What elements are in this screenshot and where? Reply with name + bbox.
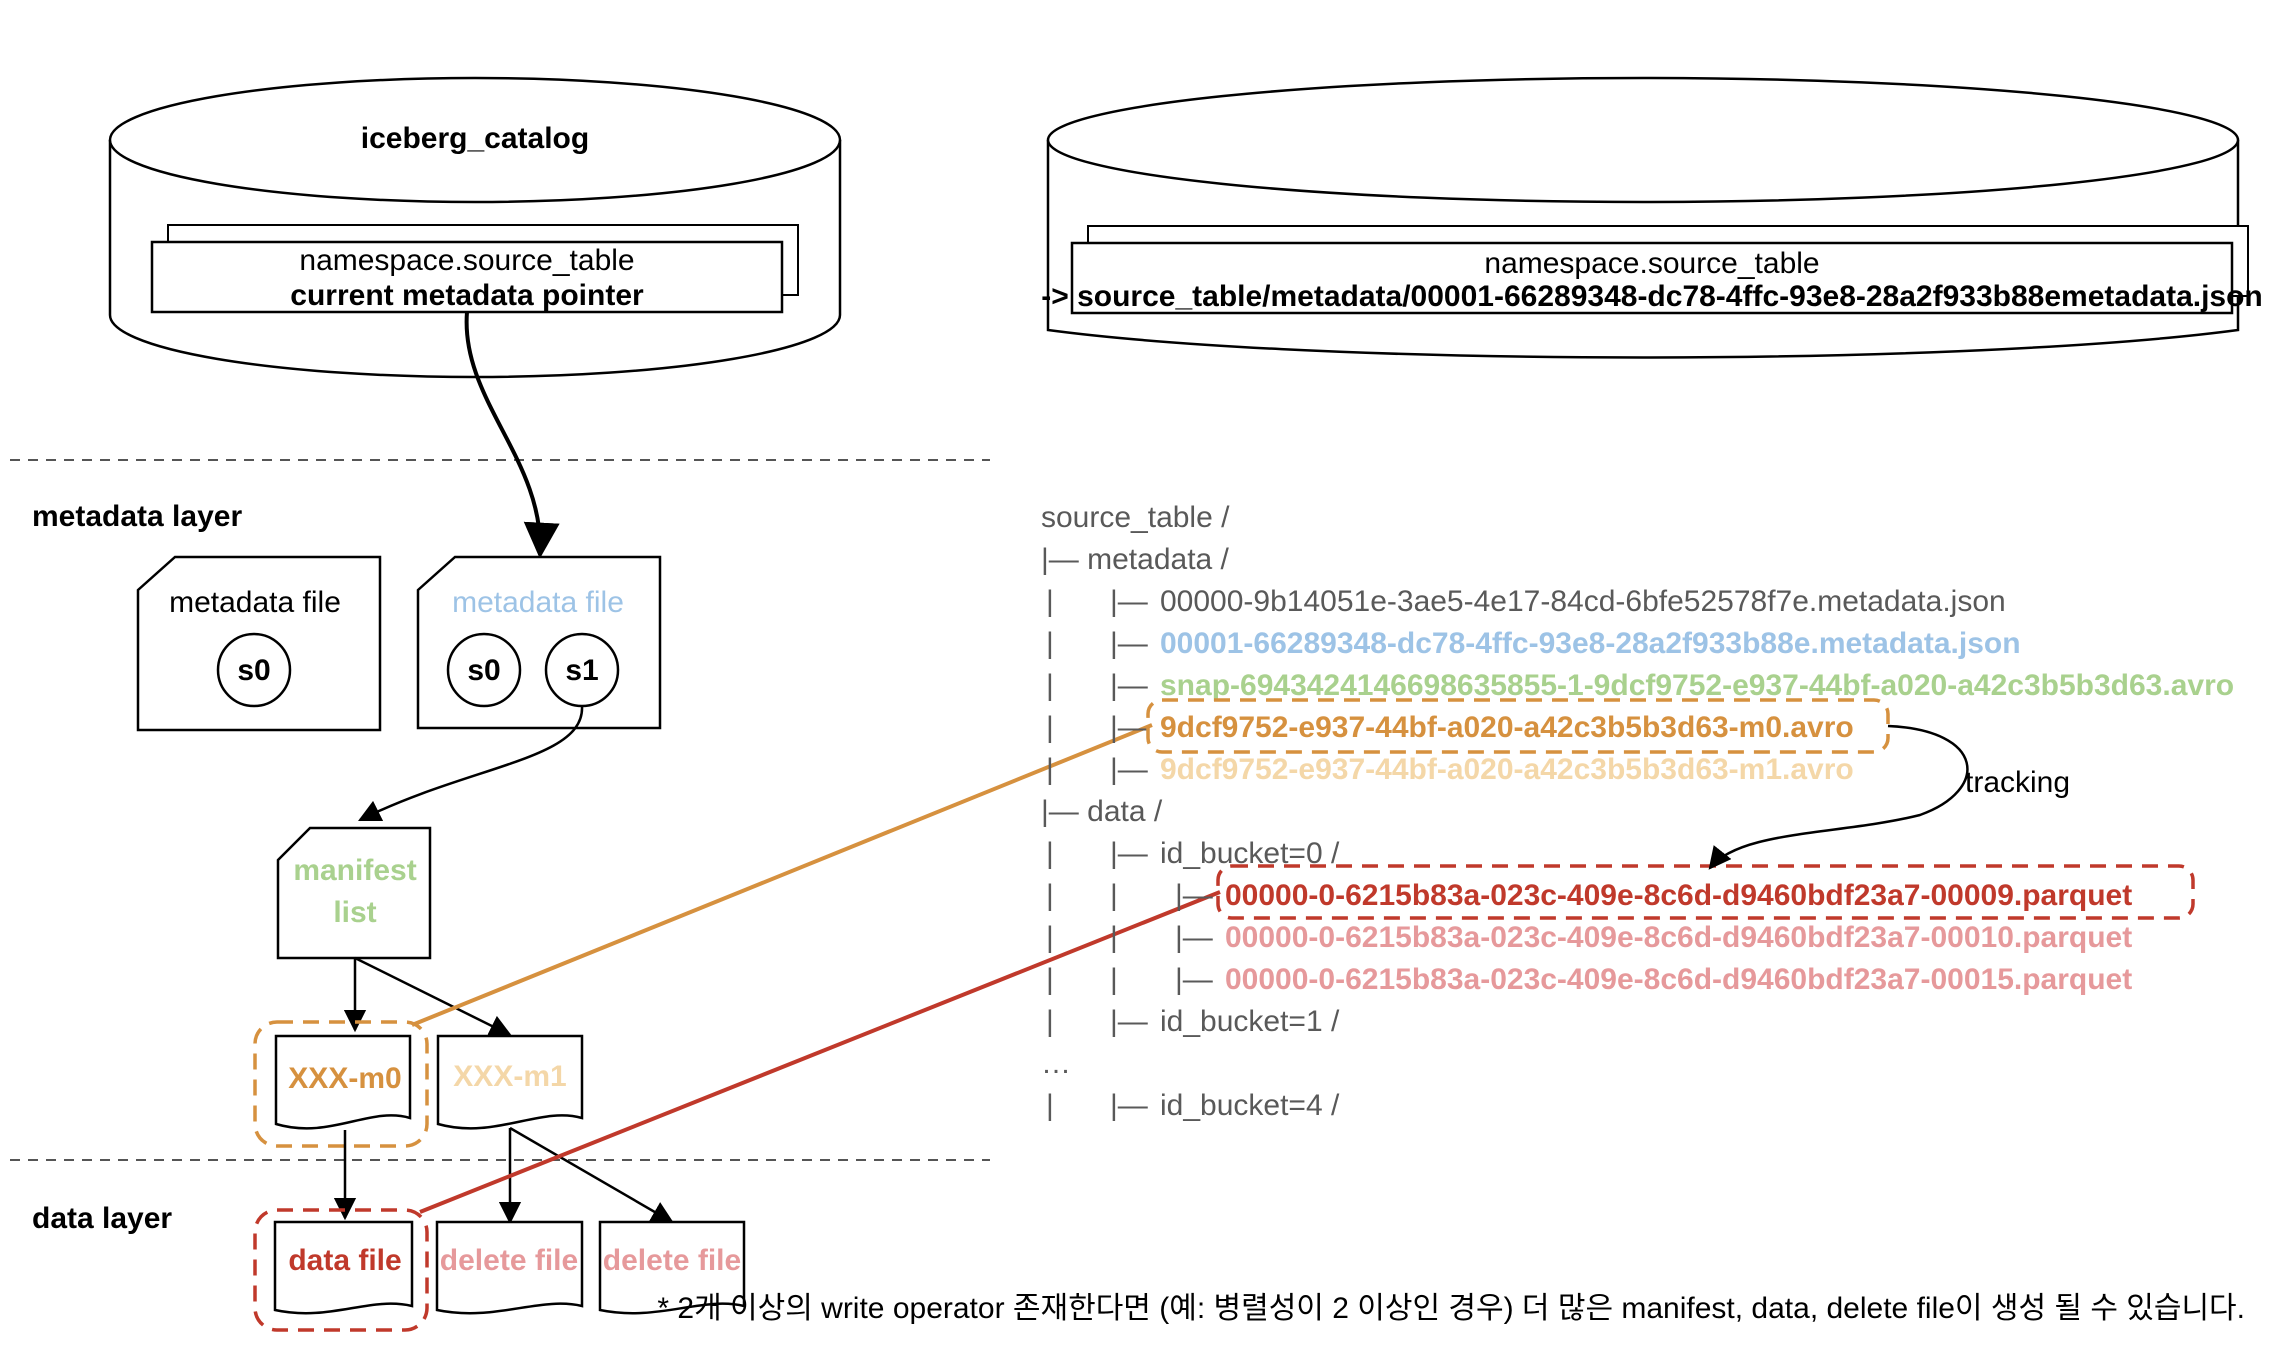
footnote: * 2개 이상의 write operator 존재한다면 (예: 병렬성이 2…: [657, 1292, 2245, 1325]
tree-branch: |—: [1110, 669, 1148, 702]
metadata-file-new-label: metadata file: [452, 586, 624, 619]
tree-pipe: |: [1046, 1005, 1054, 1038]
tree-row: |— data /: [1041, 795, 1163, 828]
tree-row: | | |— 00000-0-6215b83a-023c-409e-8c6d-d94…: [1046, 921, 2132, 954]
tree-row: …: [1041, 1047, 1071, 1080]
file-tree: source_table / |— metadata / | |— 00000-9b1…: [1041, 501, 2234, 1122]
tracking-arrow: [1708, 724, 1969, 870]
tree-branch: |—: [1110, 1089, 1148, 1122]
tree-entry-label: |— data /: [1041, 795, 1163, 828]
metadata-layer-label: metadata layer: [32, 500, 242, 533]
metadata-file-new-snapshot-s1: s1: [565, 654, 598, 687]
tree-entry-label: 00000-0-6215b83a-023c-409e-8c6d-d9460bdf…: [1225, 963, 2132, 996]
tree-row: | | |— 00000-0-6215b83a-023c-409e-8c6d-d94…: [1046, 963, 2132, 996]
tree-pipe: |: [1110, 963, 1118, 996]
tree-pipe: |: [1046, 669, 1054, 702]
tree-branch: |—: [1175, 963, 1213, 996]
data-file: data file: [253, 1208, 429, 1332]
tree-row: | |— snap-6943424146698635855-1-9dcf9752-…: [1046, 669, 2234, 702]
tree-entry-label: 00001-66289348-dc78-4ffc-93e8-28a2f933b8…: [1160, 627, 2021, 660]
tree-entry-label: 00000-9b14051e-3ae5-4e17-84cd-6bfe52578f…: [1160, 585, 2006, 618]
tree-branch: |—: [1175, 879, 1213, 912]
tree-row: | |— 00001-66289348-dc78-4ffc-93e8-28a2f9…: [1046, 627, 2021, 660]
tree-row: source_table /: [1041, 501, 1230, 534]
tree-entry-label: |— metadata /: [1041, 543, 1230, 576]
catalog-entry-name: namespace.source_table: [299, 244, 634, 277]
tree-row: | |— 9dcf9752-e937-44bf-a020-a42c3b5b3d63…: [1046, 711, 1854, 744]
catalog-cylinder-left: iceberg_catalog namespace.source_table c…: [108, 76, 842, 379]
manifest-list-label-line1: manifest: [293, 854, 416, 887]
tree-entry-label: …: [1041, 1047, 1071, 1080]
tree-entry-label: id_bucket=4 /: [1160, 1089, 1340, 1122]
manifest-m1: XXX-m1: [436, 1034, 584, 1130]
tree-branch: |—: [1110, 837, 1148, 870]
manifest-list: manifest list: [276, 826, 432, 960]
snapshot-to-manifest-list-arrow: [357, 705, 584, 822]
delete-file-1-label: delete file: [440, 1244, 578, 1277]
tree-entry-label: 9dcf9752-e937-44bf-a020-a42c3b5b3d63-m1.…: [1160, 753, 1854, 786]
tree-entry-label: 00000-0-6215b83a-023c-409e-8c6d-d9460bdf…: [1225, 879, 2132, 912]
tree-pipe: |: [1046, 711, 1054, 744]
tree-branch: |—: [1110, 627, 1148, 660]
tree-pipe: |: [1046, 837, 1054, 870]
tree-entry-label: 9dcf9752-e937-44bf-a020-a42c3b5b3d63-m0.…: [1160, 711, 1854, 744]
catalog-entry-pointer: current metadata pointer: [290, 279, 644, 312]
tree-branch: |—: [1110, 711, 1148, 744]
tree-pipe: |: [1046, 879, 1054, 912]
tree-branch: |—: [1110, 585, 1148, 618]
catalog-right-entry-pointer: -> source_table/metadata/00001-66289348-…: [1041, 280, 2263, 313]
metadata-file-old-snapshot-s0: s0: [237, 654, 270, 687]
tree-row: | |— id_bucket=1 /: [1046, 1005, 1340, 1038]
tree-pipe: |: [1046, 1089, 1054, 1122]
manifest-m0-label: XXX-m0: [288, 1062, 401, 1095]
tree-pipe: |: [1046, 585, 1054, 618]
tree-branch: |—: [1110, 1005, 1148, 1038]
catalog-title: iceberg_catalog: [361, 122, 589, 155]
tree-pipe: |: [1110, 879, 1118, 912]
tree-entry-label: id_bucket=1 /: [1160, 1005, 1340, 1038]
tree-pipe: |: [1046, 963, 1054, 996]
manifest-list-label-line2: list: [333, 896, 376, 929]
tree-row: | | |— 00000-0-6215b83a-023c-409e-8c6d-d94…: [1046, 879, 2132, 912]
delete-file-1: delete file: [435, 1220, 584, 1315]
tree-row: | |— id_bucket=0 /: [1046, 837, 1340, 870]
tree-entry-label: id_bucket=0 /: [1160, 837, 1340, 870]
tree-row: | |— 00000-9b14051e-3ae5-4e17-84cd-6bfe52…: [1046, 585, 2006, 618]
delete-file-2: delete file: [598, 1220, 746, 1315]
tree-pipe: |: [1046, 753, 1054, 786]
metadata-file-old-label: metadata file: [169, 586, 341, 619]
tree-row: |— metadata /: [1041, 543, 1230, 576]
tree-entry-label: 00000-0-6215b83a-023c-409e-8c6d-d9460bdf…: [1225, 921, 2132, 954]
tree-branch: |—: [1175, 921, 1213, 954]
m0-link-line: [411, 723, 1153, 1027]
manifest-list-to-m1-arrow: [354, 956, 513, 1037]
tree-row: | |— id_bucket=4 /: [1046, 1089, 1340, 1122]
tree-entry-label: snap-6943424146698635855-1-9dcf9752-e937…: [1160, 669, 2234, 702]
catalog-cylinder-right: namespace.source_table -> source_table/m…: [1041, 76, 2263, 359]
data-file-link-line: [419, 890, 1221, 1214]
catalog-right-entry-name: namespace.source_table: [1484, 247, 1819, 280]
delete-file-2-label: delete file: [603, 1244, 741, 1277]
catalog-pointer-arrow: [464, 311, 560, 559]
tree-pipe: |: [1046, 627, 1054, 660]
manifest-m1-label: XXX-m1: [453, 1060, 566, 1093]
metadata-file-new: metadata file s0 s1: [416, 555, 662, 730]
tree-pipe: |: [1046, 921, 1054, 954]
tree-pipe: |: [1110, 921, 1118, 954]
metadata-file-old: metadata file s0: [136, 555, 382, 732]
data-file-label: data file: [288, 1244, 401, 1277]
metadata-file-new-snapshot-s0: s0: [467, 654, 500, 687]
manifest-m0: XXX-m0: [253, 1020, 429, 1148]
tree-parquet-highlight: [1216, 864, 2195, 920]
m1-to-delete-file-2-arrow: [509, 1126, 674, 1224]
tracking-label: tracking: [1965, 766, 2070, 799]
tree-row: | |— 9dcf9752-e937-44bf-a020-a42c3b5b3d63…: [1046, 753, 1854, 786]
tree-entry-label: source_table /: [1041, 501, 1230, 534]
tree-branch: |—: [1110, 753, 1148, 786]
data-layer-label: data layer: [32, 1202, 172, 1235]
